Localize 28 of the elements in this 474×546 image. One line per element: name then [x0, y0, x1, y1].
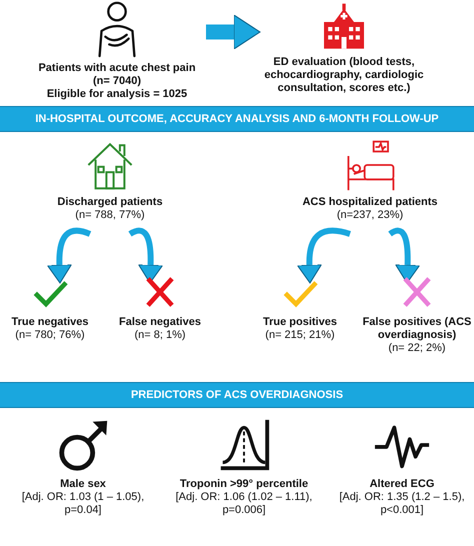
- label-text: (n= 215; 21%): [265, 329, 335, 342]
- label-text: (n= 7040): [93, 75, 141, 88]
- label-text: (n= 8; 1%): [134, 329, 186, 342]
- label-text: [Adj. OR: 1.06 (1.02 – 1.11), p=0.006]: [174, 491, 314, 517]
- label-heading: Discharged patients: [57, 196, 163, 209]
- banner-title: IN-HOSPITAL OUTCOME, ACCURACY ANALYSIS AND 6-MONTH FOLLOW-UP: [35, 113, 439, 125]
- banner-title: PREDICTORS OF ACS OVERDIAGNOSIS: [130, 389, 344, 401]
- label-heading: Altered ECG: [370, 478, 434, 491]
- label-text: [Adj. OR: 1.35 (1.2 – 1.5), p<0.001]: [338, 491, 466, 517]
- curved-arrow: [296, 228, 351, 284]
- section-banner: [0, 382, 474, 408]
- section-banner: [0, 106, 474, 132]
- label-heading: Male sex: [60, 478, 106, 491]
- label-heading: Troponin >99° percentile: [180, 478, 308, 491]
- label-heading: False positives (ACS overdiagnosis): [362, 316, 472, 342]
- label-text: (n= 22; 2%): [388, 342, 446, 355]
- label-text: ED evaluation (blood tests, echocardiography, cardiologic consultation, scores etc.): [263, 56, 425, 95]
- arrow: [206, 14, 260, 50]
- label-text: (n= 788, 77%): [75, 209, 145, 222]
- label-text: (n= 780; 76%): [15, 329, 85, 342]
- label-text: Patients with acute chest pain: [38, 62, 196, 75]
- label-text: Eligible for analysis = 1025: [46, 88, 188, 101]
- label-heading: True positives: [263, 316, 337, 329]
- label-text: [Adj. OR: 1.03 (1 – 1.05), p=0.04]: [20, 491, 146, 517]
- label-text: (n=237, 23%): [336, 209, 404, 222]
- label-heading: False negatives: [119, 316, 201, 329]
- label-heading: ACS hospitalized patients: [302, 196, 438, 209]
- label-heading: True negatives: [11, 316, 89, 329]
